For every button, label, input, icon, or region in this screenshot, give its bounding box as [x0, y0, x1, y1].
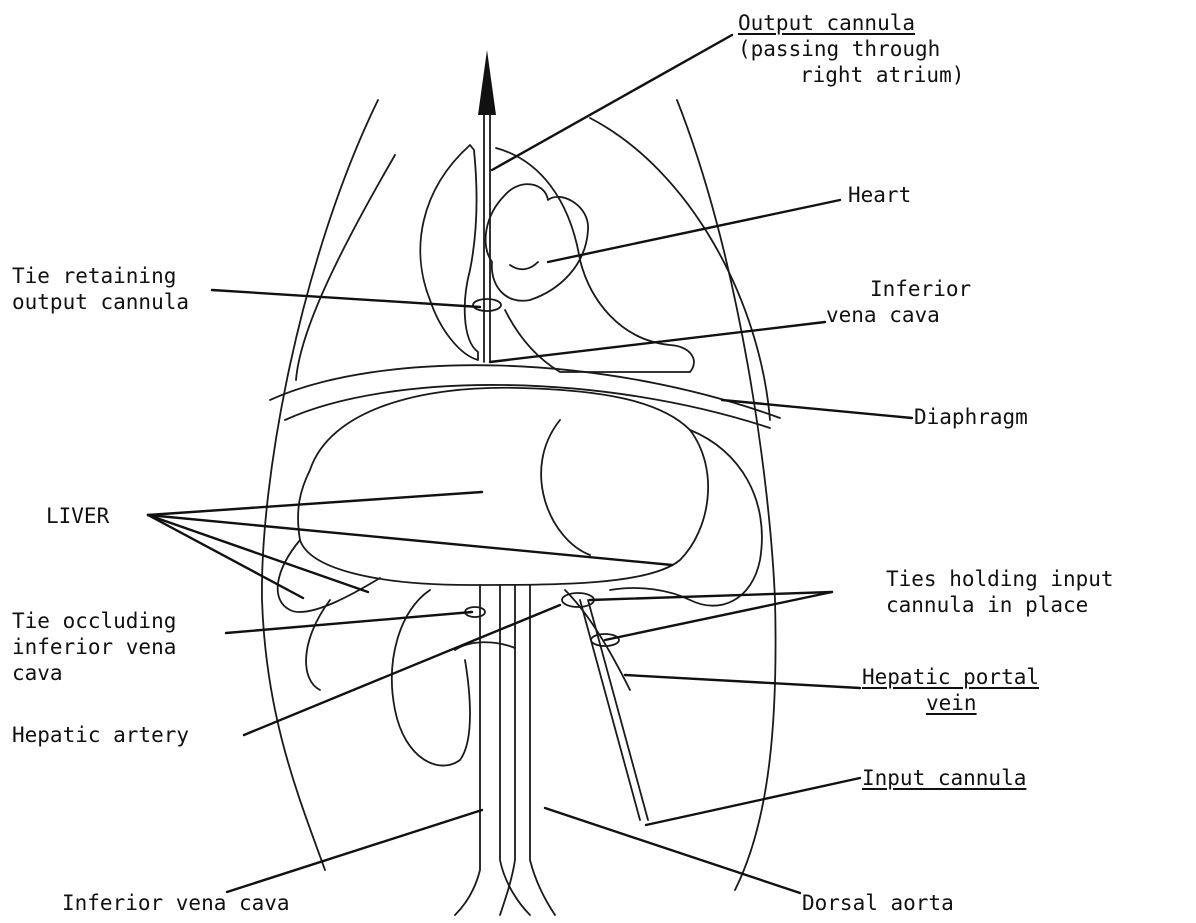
label-output-cannula-note-1: (passing through [738, 36, 940, 62]
input-cannula-line-1 [580, 600, 640, 820]
label-tie-occluding-3: cava [12, 660, 63, 686]
leader-input-cannula [646, 778, 860, 825]
label-ties-holding-2: cannula in place [886, 592, 1088, 618]
label-heart: Heart [848, 182, 911, 208]
body-wall-outer-right [677, 100, 776, 890]
leader-ivc-lower [227, 810, 482, 892]
body-wall-inner-left [296, 155, 395, 380]
body-wall-inner-right [590, 118, 770, 420]
portal-vein [565, 590, 630, 690]
label-ivc-upper-2: vena cava [826, 302, 940, 328]
leader-heart [548, 200, 840, 262]
label-tie-occluding-2: inferior vena [12, 634, 176, 660]
label-tie-retaining-2: output cannula [12, 289, 189, 315]
leader-liver-1 [148, 492, 482, 515]
leader-output-cannula [492, 35, 732, 170]
label-tie-occluding-1: Tie occluding [12, 608, 176, 634]
aorta-vessel-left [500, 585, 515, 915]
label-hepatic-artery: Hepatic artery [12, 722, 189, 748]
liver-small-lobe [306, 600, 330, 690]
leader-diaphragm [722, 400, 912, 418]
leader-dorsal-aorta [545, 808, 800, 893]
label-hepatic-portal-1: Hepatic portal [862, 664, 1039, 690]
label-liver: LIVER [46, 503, 109, 529]
label-diaphragm: Diaphragm [914, 404, 1028, 430]
liver-lobe-fold [541, 420, 590, 555]
label-output-cannula-note-2: right atrium) [800, 62, 964, 88]
label-output-cannula: Output cannula [738, 10, 915, 36]
label-dorsal-aorta: Dorsal aorta [802, 890, 954, 916]
label-tie-retaining-1: Tie retaining [12, 263, 176, 289]
lung-right [496, 148, 694, 372]
lung-left [420, 145, 478, 360]
output-cannula-arrowhead [478, 50, 496, 115]
liver-main-lobe [298, 388, 708, 585]
tie-loop-output [473, 299, 501, 311]
label-hepatic-portal-2: vein [926, 690, 977, 716]
aorta-vessel-right [530, 585, 555, 915]
label-input-cannula: Input cannula [862, 765, 1026, 791]
diaphragm-arc-2 [285, 385, 770, 428]
heart-shape [486, 184, 589, 301]
ivc-vessel-left [455, 585, 480, 915]
label-ivc-upper-1: Inferior [870, 276, 971, 302]
label-ties-holding-1: Ties holding input [886, 566, 1114, 592]
leader-tie-retaining [212, 290, 480, 307]
leader-hepatic-portal [625, 675, 860, 688]
label-ivc-lower: Inferior vena cava [62, 890, 290, 916]
heart-detail [510, 262, 538, 269]
leader-ivc-upper [490, 322, 825, 362]
liver-right-lobe [610, 430, 762, 606]
